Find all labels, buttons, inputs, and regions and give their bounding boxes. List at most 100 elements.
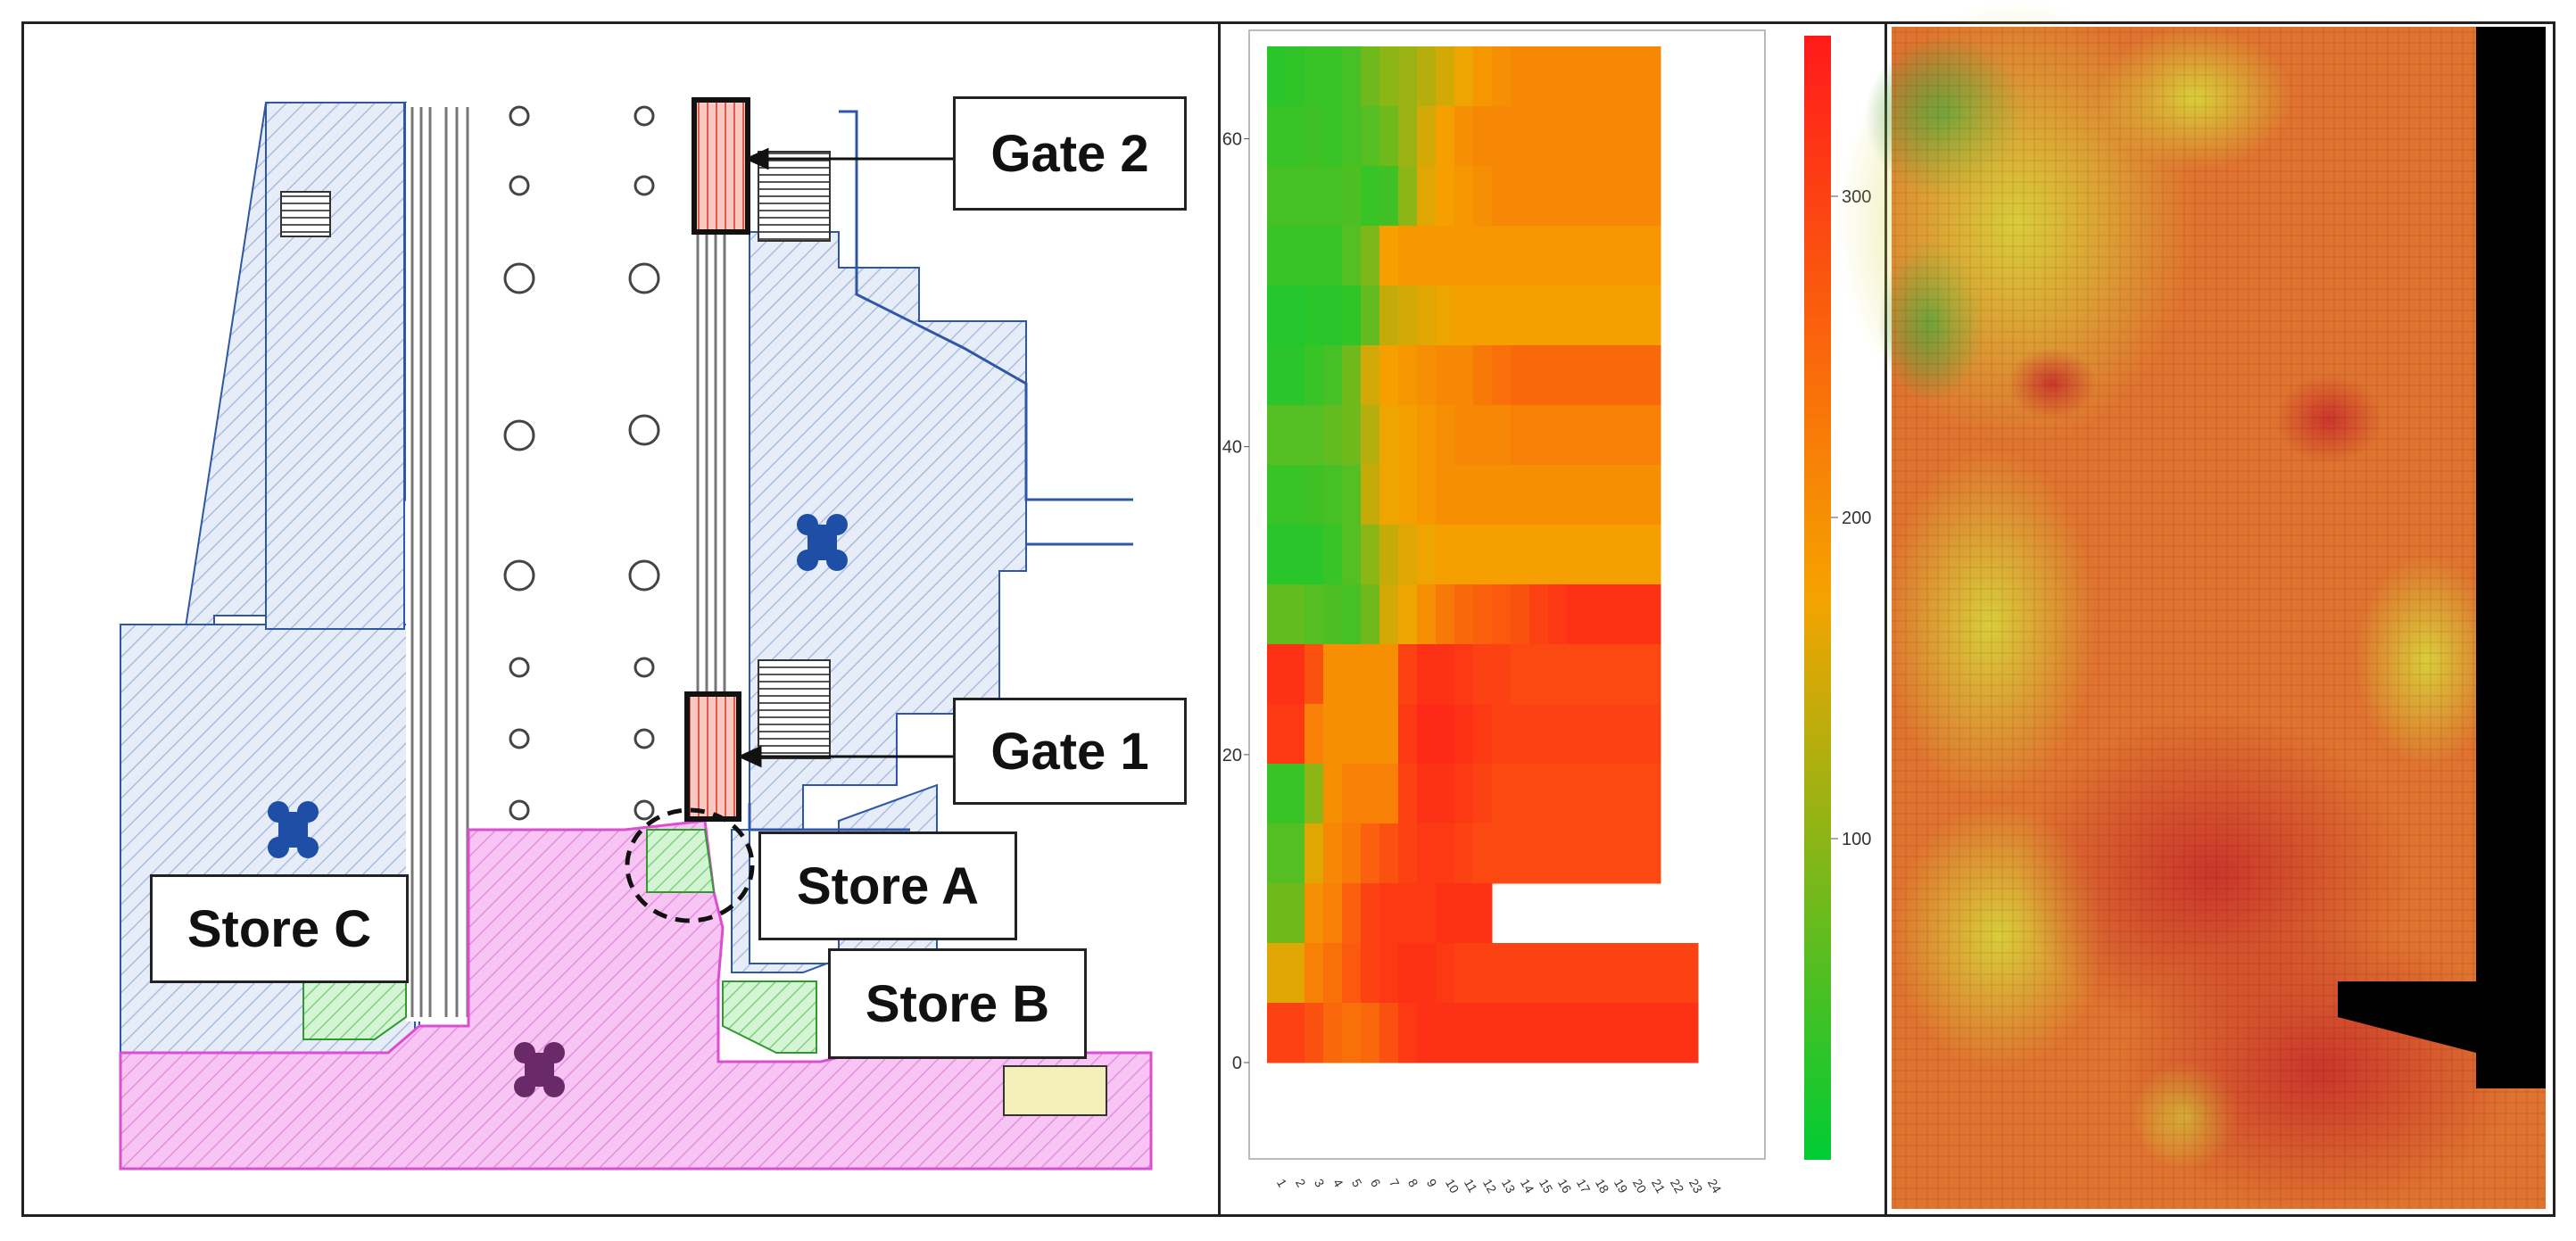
heatmap-cell [1567,644,1586,705]
heatmap-cell [1511,345,1530,406]
heatmap-cell [1529,166,1549,227]
floor-plan-panel [119,97,1153,1171]
heatmap-cell [1567,166,1586,227]
heatmap-cell [1586,644,1605,705]
heatmap-cell [1417,405,1437,466]
heatmap-cell [1492,465,1512,525]
heatmap-cell [1323,525,1343,585]
heatmap-cell [1454,644,1474,705]
heatmap-cell [1454,405,1474,466]
heatmap-cell [1323,285,1343,346]
heatmap-x-tick: 11 [1462,1177,1480,1195]
heatmap-cell [1586,943,1605,1004]
heatmap-cell [1623,823,1643,884]
heatmap-cell [1305,226,1324,286]
heatmap-cell [1286,584,1305,645]
heatmap-cell [1323,644,1343,705]
heatmap-cell [1379,823,1399,884]
heatmap-cell [1417,883,1437,944]
thermal-masked-area [2338,27,2546,1088]
heatmap-cell [1642,644,1661,705]
heatmap-cell [1436,46,1455,107]
heatmap-cell [1398,1003,1418,1063]
heatmap-cell [1473,943,1493,1004]
heatmap-cell [1267,285,1287,346]
heatmap-cell [1305,405,1324,466]
stairs-left [280,191,331,237]
heatmap-cell [1548,285,1568,346]
heatmap-cell [1454,285,1474,346]
heatmap-cell [1342,644,1362,705]
heatmap-cell [1661,1003,1680,1063]
heatmap-cell [1623,764,1643,824]
panel-divider-1 [1218,21,1221,1217]
heatmap-cell [1548,405,1568,466]
heatmap-cell [1379,285,1399,346]
heatmap-cell [1473,345,1493,406]
heatmap-cell [1323,46,1343,107]
heatmap-cell [1529,345,1549,406]
heatmap-cell [1586,525,1605,585]
heatmap-cell [1417,764,1437,824]
heatmap-cell [1548,1003,1568,1063]
heatmap-cell [1604,465,1624,525]
heatmap-x-tick: 18 [1593,1177,1612,1196]
heatmap-cell [1436,405,1455,466]
heatmap-cell [1323,764,1343,824]
heatmap-cell [1567,465,1586,525]
heatmap-cell [1342,943,1362,1004]
heatmap-cell [1586,465,1605,525]
heatmap-cell [1436,1003,1455,1063]
heatmap-cell [1417,285,1437,346]
heatmap-cell [1286,704,1305,765]
heatmap-cell [1417,166,1437,227]
heatmap-cell [1305,46,1324,107]
heatmap-cell [1286,883,1305,944]
heatmap-cell [1529,106,1549,167]
heatmap-cell [1492,345,1512,406]
concourse-left-upper [265,102,405,630]
heatmap-cell [1586,285,1605,346]
heatmap-cell [1361,106,1380,167]
heatmap-cell [1511,644,1530,705]
heatmap-cell [1548,46,1568,107]
heatmap-cell [1511,1003,1530,1063]
heatmap-cell [1361,285,1380,346]
heatmap-cell [1642,405,1661,466]
heatmap-cell [1323,405,1343,466]
heatmap-cell [1642,226,1661,286]
heatmap-cell [1286,345,1305,406]
heatmap-cell [1267,644,1287,705]
heatmap-cell [1586,345,1605,406]
heatmap-cell [1492,106,1512,167]
heatmap-cell [1548,823,1568,884]
heatmap-cell [1436,106,1455,167]
heatmap-cell [1398,345,1418,406]
colorbar [1804,36,1831,1160]
heatmap-cell [1586,704,1605,765]
heatmap-cell [1454,525,1474,585]
heatmap-cell [1529,1003,1549,1063]
heatmap-cell [1379,644,1399,705]
heatmap-cell [1286,226,1305,286]
heatmap-cell [1473,166,1493,227]
heatmap-cell [1267,943,1287,1004]
heatmap-cell [1567,345,1586,406]
heatmap-cell [1398,166,1418,227]
heatmap-cell [1548,345,1568,406]
heatmap-cell [1511,823,1530,884]
heatmap-cell [1529,226,1549,286]
heatmap-cell [1436,823,1455,884]
store-a-highlight-circle [625,807,755,923]
heatmap-cell [1361,1003,1380,1063]
heatmap-cell [1604,405,1624,466]
heatmap-cell [1548,943,1568,1004]
heatmap-cell [1305,106,1324,167]
heatmap-cell [1454,226,1474,286]
heatmap-cell [1305,465,1324,525]
heatmap-cell [1511,943,1530,1004]
heatmap-cell [1379,345,1399,406]
heatmap-cell [1267,465,1287,525]
